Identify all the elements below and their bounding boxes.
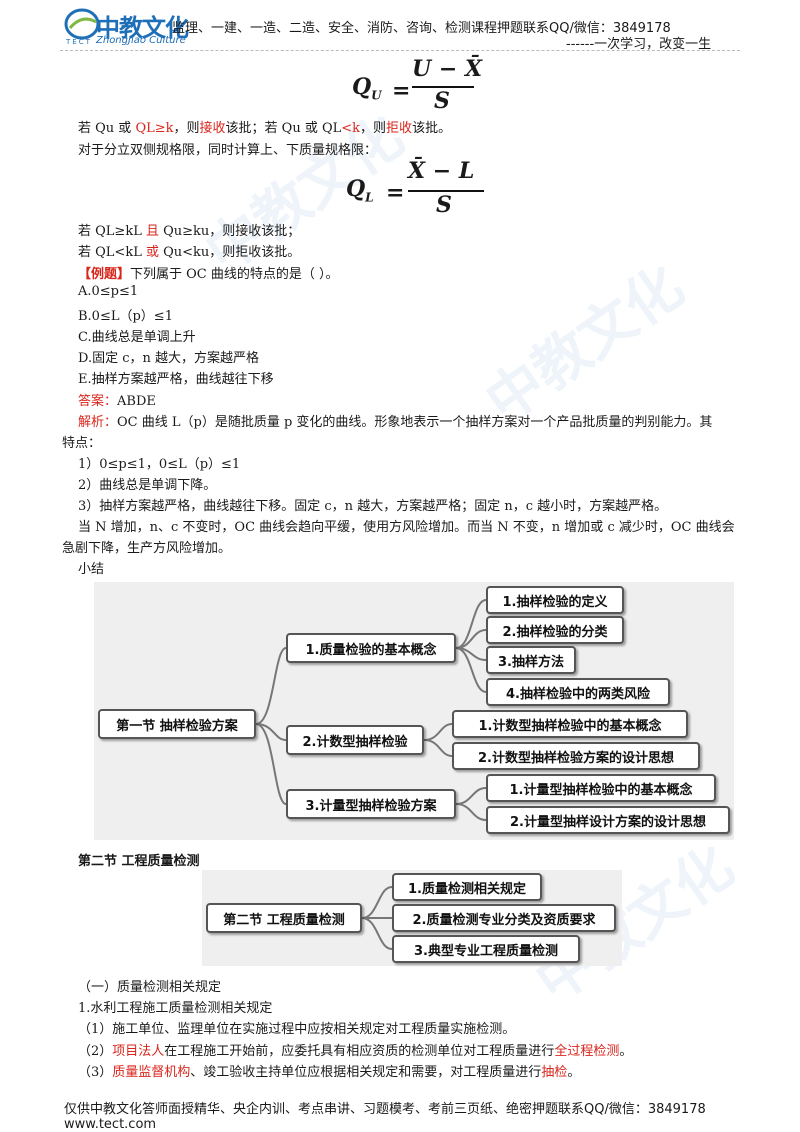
subheading: 1.水利工程施工质量检测相关规定 [78, 1001, 273, 1016]
logo-text: 中教文化 [96, 14, 189, 42]
watermark: 中教文化 [474, 253, 696, 436]
logo-subtitle: ZhongJiao Culture [96, 35, 186, 46]
mindmap-leaf: 2.计数型抽样检验方案的设计思想 [452, 742, 700, 770]
option-c: C.曲线总是单调上升 [78, 330, 196, 345]
header-title: 监理、一建、一造、二造、安全、消防、咨询、检测课程押题联系QQ/微信：38491… [172, 21, 671, 36]
logo-icon [64, 8, 100, 40]
mindmap-leaf: 1.抽样检验的定义 [486, 586, 624, 614]
section2-title: 第二节 工程质量检测 [78, 854, 200, 869]
mindmap-leaf: 1.计数型抽样检验中的基本概念 [452, 710, 688, 738]
option-b: B.0≤L（p）≤1 [78, 309, 173, 324]
mindmap-root: 第一节 抽样检验方案 [98, 709, 256, 739]
mindmap-branch: 3.计量型抽样检验方案 [286, 789, 456, 819]
logo-tect: TECT [66, 38, 92, 46]
subheading: （一）质量检测相关规定 [78, 980, 222, 995]
option-e: E.抽样方案越严格，曲线越往下移 [78, 372, 274, 387]
mindmap-leaf: 2.抽样检验的分类 [486, 616, 624, 644]
mindmap-leaf: 4.抽样检验中的两类风险 [486, 678, 670, 706]
mindmap-connectors [255, 599, 487, 821]
analysis-line: 2）曲线总是单调下降。 [78, 478, 217, 493]
mindmap-leaf: 3.典型专业工程质量检测 [392, 935, 580, 963]
text-line: 若 QL<kL 或 Qu<ku，则拒收该批。 [78, 245, 301, 260]
mindmap-section2: 第二节 工程质量检测 1.质量检测相关规定 2.质量检测专业分类及资质要求 3.… [202, 870, 622, 966]
rule-line: （1）施工单位、监理单位在实施过程中应按相关规定对工程质量实施检测。 [78, 1022, 516, 1037]
header-slogan: ------一次学习，改变一生 [566, 37, 712, 52]
summary-label: 小结 [78, 562, 105, 577]
mindmap-leaf: 3.抽样方法 [486, 646, 576, 674]
analysis-line: 急剧下降，生产方风险增加。 [62, 541, 232, 556]
mindmap-leaf: 2.质量检测专业分类及资质要求 [392, 904, 616, 932]
rule-line: （3）质量监督机构、竣工验收主持单位应根据相关规定和需要，对工程质量进行抽检。 [78, 1065, 581, 1080]
rule-line: （2）项目法人在工程施工开始前，应委托具有相应资质的检测单位对工程质量进行全过程… [78, 1044, 633, 1059]
example-question: 【例题】下列属于 OC 曲线的特点的是（ ）。 [78, 267, 339, 282]
text-line: 若 Qu 或 QL≥k，则接收该批；若 Qu 或 QL<k，则拒收该批。 [78, 121, 452, 136]
text-line: 若 QL≥kL 且 Qu≥ku，则接收该批； [78, 224, 301, 239]
analysis-line: 1）0≤p≤1，0≤L（p）≤1 [78, 457, 241, 472]
mindmap-leaf: 2.计量型抽样设计方案的设计思想 [486, 806, 730, 834]
analysis-line: 3）抽样方案越严格，曲线越往下移。固定 c，n 越大，方案越严格；固定 n，c … [78, 499, 668, 514]
mindmap-branch: 1.质量检验的基本概念 [286, 633, 456, 663]
mindmap-root: 第二节 工程质量检测 [206, 903, 362, 933]
footer: 仅供中教文化答师面授精华、央企内训、考点串讲、习题模考、考前三页纸、绝密押题联系… [64, 1102, 706, 1132]
mindmap-leaf: 1.计量型抽样检验中的基本概念 [486, 774, 716, 802]
header-divider [60, 50, 740, 51]
analysis-line: 当 N 增加，n、c 不变时，OC 曲线会趋向平缓，使用方风险增加。而当 N 不… [78, 520, 735, 535]
mindmap-connectors [361, 886, 393, 950]
analysis: 解析：OC 曲线 L（p）是随批质量 p 变化的曲线。形象地表示一个抽样方案对一… [78, 415, 713, 430]
mindmap-branch: 2.计数型抽样检验 [286, 725, 424, 755]
mindmap-section1: 第一节 抽样检验方案 1.质量检验的基本概念 2.计数型抽样检验 3.计量型抽样… [94, 582, 734, 840]
text-line: 对于分立双侧规格限，同时计算上、下质量规格限： [78, 143, 378, 158]
analysis-line: 特点： [62, 436, 102, 451]
option-a: A.0≤p≤1 [78, 284, 139, 299]
option-d: D.固定 c，n 越大，方案越严格 [78, 351, 260, 366]
mindmap-leaf: 1.质量检测相关规定 [392, 873, 542, 901]
answer: 答案：ABDE [78, 394, 156, 409]
